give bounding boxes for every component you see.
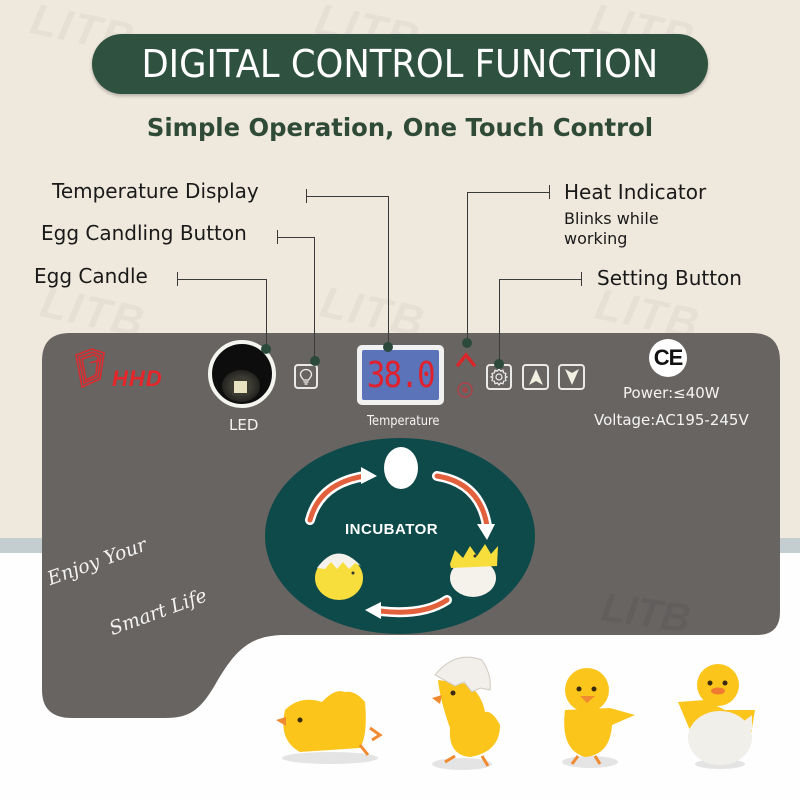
page-subtitle: Simple Operation, One Touch Control (146, 113, 654, 142)
callout-setting-button: Setting Button (597, 266, 742, 290)
cycle-arrow-icon (305, 467, 377, 525)
callout-egg-candle: Egg Candle (34, 264, 148, 288)
chick-standing-icon (562, 668, 635, 768)
temperature-display: 38.0 (362, 350, 439, 400)
callout-dot (383, 342, 393, 352)
chicks-illustration (276, 656, 755, 770)
callout-line-heat-indicator (467, 192, 549, 193)
brand-logo-icon (75, 348, 105, 389)
callout-line-temperature (388, 196, 389, 348)
incubator-cycle-illustration (305, 447, 498, 619)
power-spec: Power:≤40W (623, 384, 720, 402)
callout-tick (581, 272, 582, 286)
callout-line-heat-indicator (467, 192, 468, 342)
chick-in-shell-icon (315, 553, 363, 600)
callout-line-setting-button (499, 279, 500, 364)
callout-line-egg-candle (266, 279, 267, 348)
egg-icon (384, 447, 418, 489)
gear-icon (489, 368, 509, 386)
up-button[interactable] (522, 364, 549, 390)
callout-line-egg-candle (177, 279, 267, 280)
callout-dot (310, 356, 320, 366)
chick-shell-cap-icon (432, 656, 500, 770)
callout-line-temperature (306, 196, 389, 197)
title-banner: DIGITAL CONTROL FUNCTION (92, 34, 708, 94)
circle-indicator-icon (457, 382, 473, 398)
egg-candling-button[interactable] (294, 364, 318, 389)
callout-line-candling-button (277, 237, 314, 238)
cycle-arrow-icon (432, 471, 495, 540)
callout-temperature-display: Temperature Display (52, 179, 259, 203)
callout-heat-indicator-note: working (564, 229, 628, 248)
callout-egg-candling-button: Egg Candling Button (41, 221, 247, 245)
callout-dot (462, 338, 472, 348)
led-label: LED (229, 416, 259, 434)
chick-lying-icon (276, 691, 383, 764)
callout-line-setting-button (499, 279, 581, 280)
page-title: DIGITAL CONTROL FUNCTION (141, 42, 659, 86)
lightbulb-icon (299, 368, 313, 385)
callout-dot (261, 344, 271, 354)
ce-mark-icon: CE (649, 339, 687, 377)
temperature-label: Temperature (367, 414, 440, 429)
callout-heat-indicator-note: Blinks while (564, 209, 659, 228)
callout-line-candling-button (314, 237, 315, 361)
temperature-value: 38.0 (367, 354, 436, 396)
cycle-arrow-icon (365, 595, 452, 619)
callout-dot (494, 359, 504, 369)
callout-tick (549, 185, 550, 199)
hatching-chick-icon (450, 544, 498, 597)
chick-in-egg-icon (678, 664, 755, 769)
brand-name: HHD (112, 366, 163, 391)
heat-indicator (456, 352, 476, 398)
heat-icon (456, 352, 476, 367)
voltage-spec: Voltage:AC195-245V (594, 411, 749, 429)
callout-heat-indicator: Heat Indicator (564, 180, 707, 204)
arrow-up-icon (528, 369, 543, 385)
led-chip-icon (232, 379, 249, 395)
arrow-down-icon (564, 369, 579, 385)
incubator-label: INCUBATOR (345, 521, 439, 538)
down-button[interactable] (558, 364, 585, 390)
